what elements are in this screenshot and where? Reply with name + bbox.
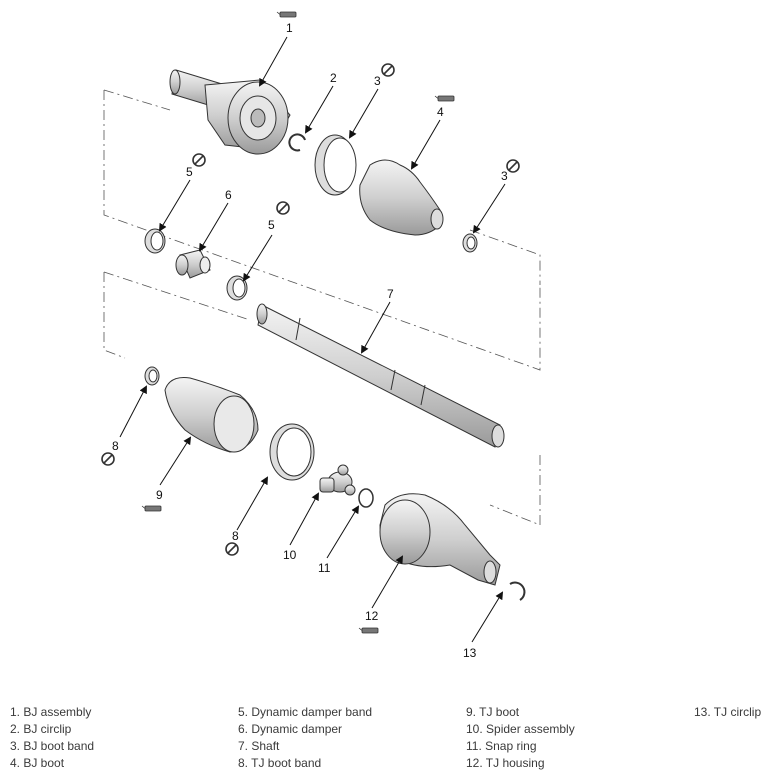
- callout-4: 4: [437, 105, 444, 119]
- replace-prohibited-icon: [381, 63, 395, 77]
- leader-lines: [119, 36, 506, 643]
- callout-5a: 5: [186, 165, 193, 179]
- tj-circlip: [509, 581, 526, 601]
- callout-3a: 3: [374, 74, 381, 88]
- bj-boot-band-small: [462, 233, 478, 253]
- legend-item: 4. BJ boot: [10, 756, 65, 770]
- snap-ring: [358, 488, 374, 508]
- legend-item: 7. Shaft: [238, 739, 280, 753]
- legend-column-1: 1. BJ assembly 2. BJ circlip 3. BJ boot …: [10, 704, 94, 772]
- grease-icons: [141, 11, 455, 634]
- replace-prohibited-icon: [192, 153, 206, 167]
- bj-boot-band-large: [314, 134, 357, 196]
- replace-prohibited-icon: [225, 542, 239, 556]
- spider-assembly: [319, 464, 356, 496]
- legend-item: 9. TJ boot: [466, 705, 520, 719]
- dynamic-damper: [175, 249, 211, 279]
- bj-assembly: [169, 69, 291, 155]
- legend-item: 2. BJ circlip: [10, 722, 72, 736]
- callout-3b: 3: [501, 169, 508, 183]
- legend-item: 10. Spider assembly: [466, 722, 575, 736]
- callout-12: 12: [365, 609, 379, 623]
- callout-7: 7: [387, 287, 394, 301]
- replace-prohibited-icon: [506, 159, 520, 173]
- exploded-driveshaft-diagram: 1 2 3 3 4 5 5 6 7 8 8 9 10 11 12 13: [101, 11, 541, 660]
- grease-icon: [141, 505, 162, 512]
- callout-6: 6: [225, 188, 232, 202]
- callout-8b: 8: [232, 529, 239, 543]
- callout-2: 2: [330, 71, 337, 85]
- callout-11: 11: [318, 561, 331, 575]
- legend-item: 12. TJ housing: [466, 756, 545, 770]
- legend-item: 8. TJ boot band: [238, 756, 322, 770]
- legend-column-2: 5. Dynamic damper band 6. Dynamic damper…: [238, 704, 372, 772]
- shaft: [256, 303, 505, 448]
- replace-prohibited-icon: [101, 452, 115, 466]
- bj-boot: [359, 159, 444, 236]
- tj-housing: [379, 493, 501, 586]
- grease-icon: [358, 627, 379, 634]
- replace-prohibited-icons: [101, 63, 520, 556]
- legend-item: 5. Dynamic damper band: [238, 705, 373, 719]
- tj-boot: [164, 377, 259, 453]
- tj-boot-band-small: [144, 366, 160, 386]
- legend-column-4: 13. TJ circlip: [694, 704, 761, 721]
- callout-5b: 5: [268, 218, 275, 232]
- dynamic-damper-band-2: [226, 275, 248, 301]
- legend-item: 3. BJ boot band: [10, 739, 95, 753]
- replace-prohibited-icon: [276, 201, 290, 215]
- legend-item: 6. Dynamic damper: [238, 722, 343, 736]
- legend-item: 13. TJ circlip: [694, 705, 762, 719]
- dynamic-damper-band-1: [144, 228, 166, 254]
- upper-group-frame: [103, 89, 541, 371]
- grease-icon: [434, 95, 455, 102]
- callout-9: 9: [156, 488, 163, 502]
- callout-8a: 8: [112, 439, 119, 453]
- legend-item: 1. BJ assembly: [10, 705, 92, 719]
- grease-icon: [276, 11, 297, 18]
- tj-boot-band-large: [269, 423, 315, 481]
- callout-1: 1: [286, 21, 293, 35]
- bj-circlip: [288, 133, 306, 152]
- lower-group-frame: [103, 271, 541, 526]
- callout-numbers: 1 2 3 3 4 5 5 6 7 8 8 9 10 11 12 13: [112, 21, 508, 660]
- callout-10: 10: [283, 548, 297, 562]
- callout-13: 13: [463, 646, 477, 660]
- legend-column-3: 9. TJ boot 10. Spider assembly 11. Snap …: [466, 704, 575, 772]
- legend-item: 11. Snap ring: [466, 739, 537, 753]
